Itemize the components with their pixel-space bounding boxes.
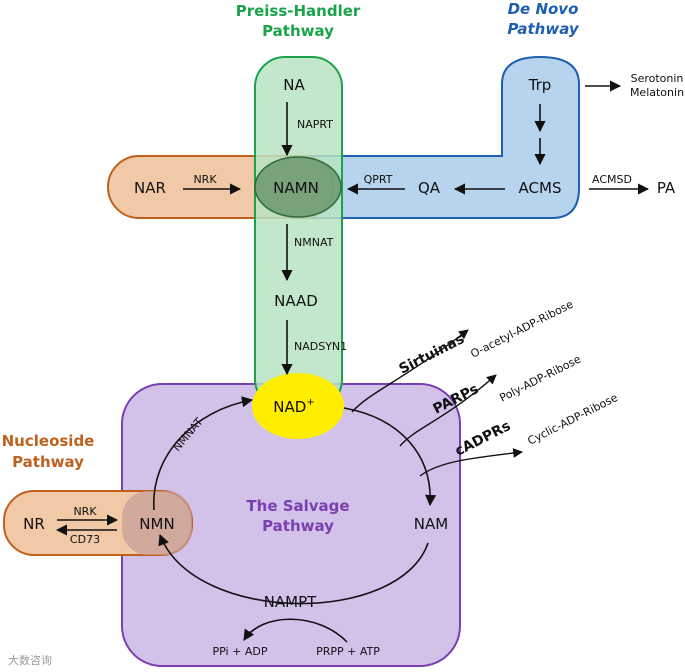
- node-pa: PA: [657, 179, 676, 197]
- enzyme-qprt: QPRT: [364, 173, 393, 186]
- consumer-cadprs: cADPRs: [453, 418, 514, 460]
- preiss-handler-region: [254, 56, 343, 410]
- watermark: 大数咨询: [8, 653, 52, 667]
- node-nr: NR: [23, 515, 45, 533]
- enzyme-nrk-bottom: NRK: [73, 505, 97, 518]
- product-prpp-atp: PRPP + ATP: [316, 645, 380, 658]
- arrow-nam-nmn: [158, 533, 429, 605]
- salvage-title-line2: Pathway: [262, 517, 334, 535]
- product-ppi-adp: PPi + ADP: [213, 645, 268, 658]
- salvage-title-line1: The Salvage: [246, 497, 349, 515]
- product-poly: Poly-ADP-Ribose: [497, 352, 583, 404]
- denovo-pathway-region: [267, 55, 580, 219]
- product-cyclic: Cyclic-ADP-Ribose: [525, 391, 620, 448]
- nucleoside-title-line1: Nucleoside: [2, 432, 95, 450]
- product-serotonin: Serotonin: [631, 72, 684, 85]
- denovo-title-line1: De Novo: [508, 0, 579, 18]
- enzyme-cd73: CD73: [70, 533, 100, 546]
- enzyme-naprt: NAPRT: [297, 118, 333, 131]
- node-naad: NAAD: [274, 292, 318, 310]
- enzyme-nampt: NAMPT: [264, 593, 317, 611]
- preiss-title-line2: Pathway: [262, 22, 334, 40]
- namn-overlap: [254, 156, 342, 218]
- nad-node-shape: [252, 373, 344, 439]
- arrow-nad-nam: [343, 407, 437, 507]
- arrow-nampt-cofactors: [243, 618, 348, 643]
- node-acms: ACMS: [519, 179, 562, 197]
- node-namn: NAMN: [273, 179, 319, 197]
- product-melatonin: Melatonin: [630, 86, 684, 99]
- branch-cadprs: [419, 448, 523, 477]
- enzyme-nadsyn1: NADSYN1: [294, 340, 347, 353]
- product-o-acetyl: O-acetyl-ADP-Ribose: [468, 298, 575, 361]
- branch-sirtuinas: [351, 329, 469, 413]
- node-nar: NAR: [134, 179, 166, 197]
- node-nmn: NMN: [139, 515, 174, 533]
- denovo-title-line2: Pathway: [507, 20, 580, 38]
- node-nam: NAM: [414, 515, 448, 533]
- node-qa: QA: [418, 179, 441, 197]
- nmn-overlap: [122, 491, 192, 555]
- nucleoside-title-line2: Pathway: [12, 453, 84, 471]
- node-nad: NAD+: [273, 397, 314, 416]
- branch-parps: [399, 374, 497, 447]
- enzyme-nmnat-top: NMNAT: [294, 236, 334, 249]
- arrow-nmn-nad: [153, 396, 254, 511]
- enzyme-acmsd: ACMSD: [592, 173, 632, 186]
- node-trp: Trp: [528, 76, 552, 94]
- enzyme-nrk-top: NRK: [193, 173, 217, 186]
- preiss-title-line1: Preiss-Handler: [236, 2, 361, 20]
- node-na: NA: [283, 76, 305, 94]
